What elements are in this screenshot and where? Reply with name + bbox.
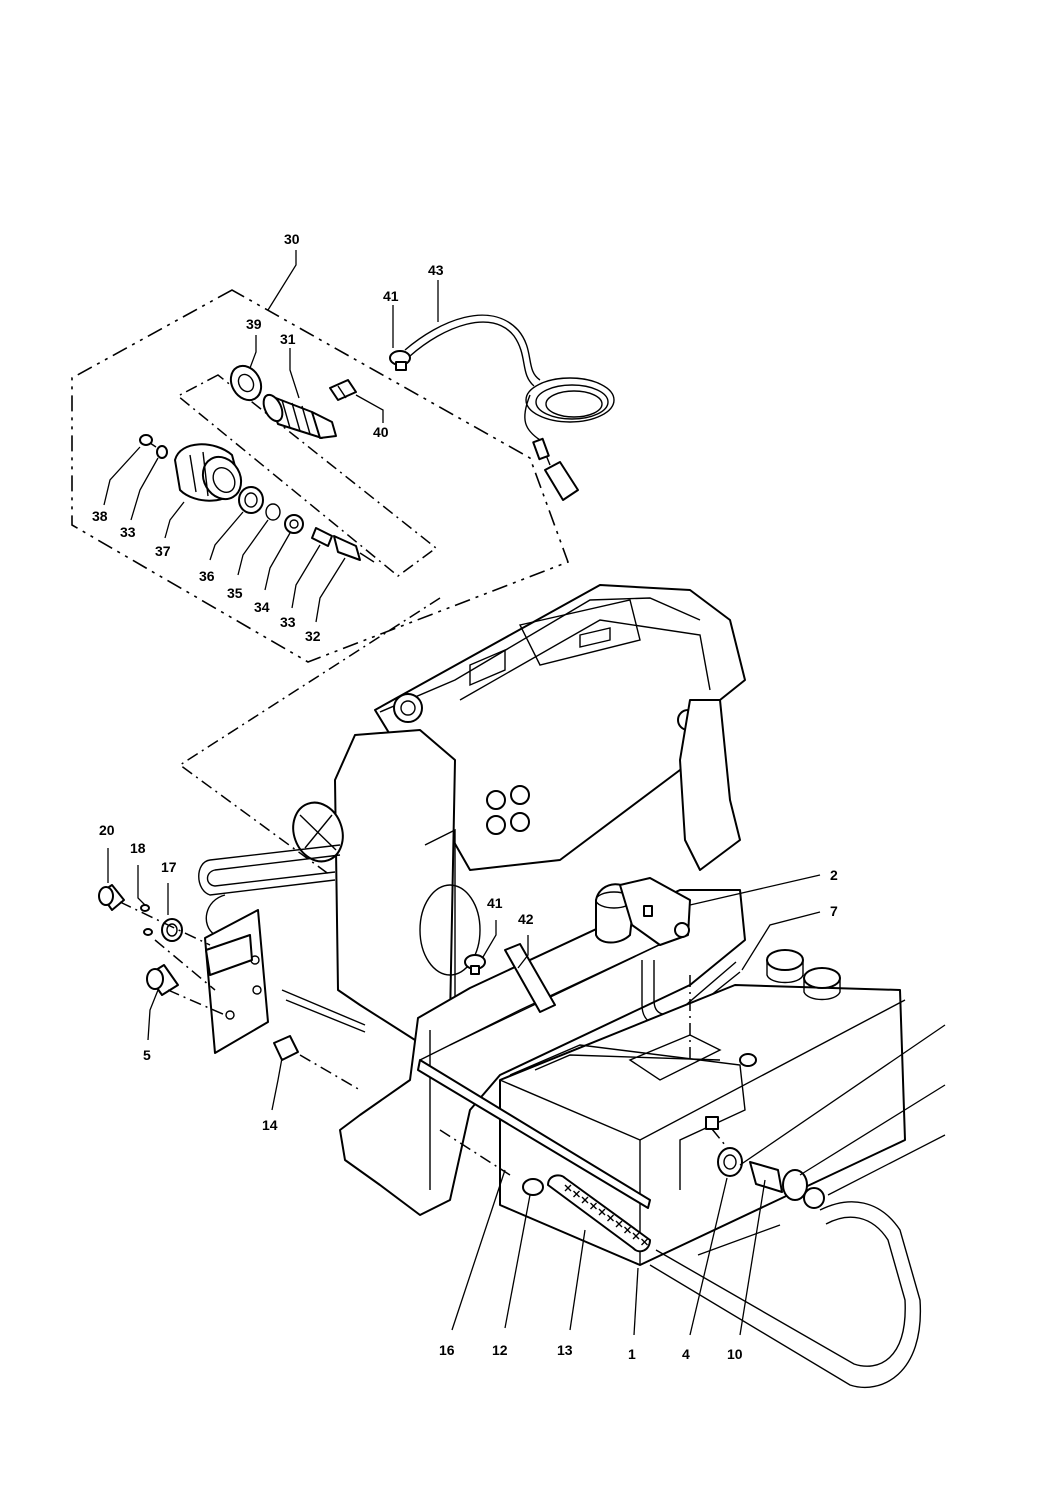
valve-2 bbox=[595, 877, 691, 946]
hatch-mark bbox=[624, 1226, 631, 1234]
callout-40: 40 bbox=[373, 424, 389, 440]
nut-39 bbox=[229, 364, 263, 402]
assembly-31-boundary bbox=[176, 374, 438, 577]
callout-4: 4 bbox=[682, 1346, 690, 1362]
assembly-connection-line bbox=[178, 597, 441, 876]
nut-36 bbox=[238, 486, 264, 514]
hatch-marks bbox=[564, 1184, 648, 1246]
tube-frame bbox=[198, 844, 341, 896]
nut-34 bbox=[284, 514, 304, 534]
callout-5: 5 bbox=[143, 1047, 151, 1063]
fitting-10 bbox=[749, 1161, 825, 1209]
assembly-30-boundary bbox=[71, 289, 570, 663]
callout-33-lower: 33 bbox=[280, 614, 296, 630]
nut-4 bbox=[717, 1147, 743, 1177]
callout-39: 39 bbox=[246, 316, 262, 332]
callout-14: 14 bbox=[262, 1117, 278, 1133]
callout-17: 17 bbox=[161, 859, 177, 875]
callout-37: 37 bbox=[155, 543, 171, 559]
callout-20: 20 bbox=[99, 822, 115, 838]
o-ring-35 bbox=[265, 503, 281, 521]
hatch-mark bbox=[641, 1238, 648, 1246]
screw-38 bbox=[139, 434, 157, 448]
clamp-41-top bbox=[389, 350, 411, 371]
connector-rod bbox=[281, 989, 366, 1026]
plate-left bbox=[204, 909, 269, 1054]
callout-18: 18 bbox=[130, 840, 146, 856]
callout-16: 16 bbox=[439, 1342, 455, 1358]
callout-41-top: 41 bbox=[383, 288, 399, 304]
callout-36: 36 bbox=[199, 568, 215, 584]
callout-31: 31 bbox=[280, 331, 296, 347]
screw-18 bbox=[140, 904, 153, 936]
assembly-30-group bbox=[71, 289, 615, 876]
needle-32 bbox=[311, 527, 375, 563]
callout-13: 13 bbox=[557, 1342, 573, 1358]
callout-34: 34 bbox=[254, 599, 270, 615]
hose-43 bbox=[404, 314, 615, 501]
callout-30: 30 bbox=[284, 231, 300, 247]
hatch-mark bbox=[607, 1214, 614, 1222]
callout-43: 43 bbox=[428, 262, 444, 278]
callout-2: 2 bbox=[830, 867, 838, 883]
callout-33-top: 33 bbox=[120, 524, 136, 540]
leader-lines bbox=[103, 250, 946, 1336]
hatch-mark bbox=[598, 1208, 606, 1216]
clamp-12 bbox=[522, 1178, 544, 1196]
machine-handle bbox=[679, 699, 741, 871]
callout-7: 7 bbox=[830, 903, 838, 919]
fitting-14 bbox=[273, 1035, 299, 1061]
callout-32: 32 bbox=[305, 628, 321, 644]
tube-42 bbox=[504, 943, 556, 1013]
fitting-31 bbox=[262, 393, 337, 439]
callout-1: 1 bbox=[628, 1346, 636, 1362]
washer-33-top bbox=[156, 445, 168, 459]
callout-35: 35 bbox=[227, 585, 243, 601]
hatch-mark bbox=[590, 1202, 597, 1210]
hatch-mark bbox=[632, 1232, 640, 1240]
knob-37 bbox=[174, 443, 243, 502]
tank-1 bbox=[499, 949, 906, 1266]
clamp-41-lower bbox=[464, 954, 486, 975]
callout-10: 10 bbox=[727, 1346, 743, 1362]
machine-arm bbox=[334, 729, 456, 1041]
callout-12: 12 bbox=[492, 1342, 508, 1358]
hatch-mark bbox=[615, 1220, 623, 1228]
callout-41-lower: 41 bbox=[487, 895, 503, 911]
hatch-mark bbox=[564, 1184, 572, 1192]
callout-42: 42 bbox=[518, 911, 534, 927]
machine-body bbox=[198, 584, 746, 1216]
return-hose bbox=[649, 1201, 921, 1389]
hatch-mark bbox=[581, 1196, 589, 1204]
hatch-mark bbox=[573, 1190, 580, 1198]
machine-base bbox=[339, 889, 746, 1216]
fitting-5 bbox=[146, 964, 179, 996]
nozzle-40 bbox=[329, 379, 357, 401]
fitting-20 bbox=[98, 884, 125, 911]
callout-38: 38 bbox=[92, 508, 108, 524]
callout-labels: 30 43 41 39 31 40 38 33 37 36 35 34 33 3… bbox=[92, 231, 838, 1362]
rod-16 bbox=[417, 1059, 651, 1209]
